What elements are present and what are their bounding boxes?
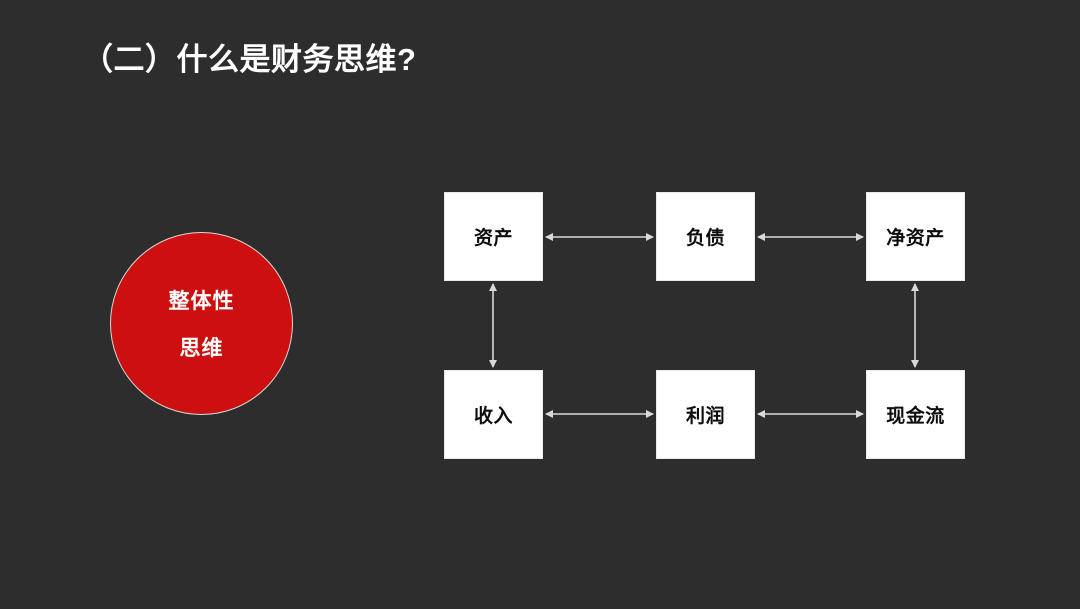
diagram-node-label: 负债 — [685, 228, 725, 249]
diagram-node-profit: 利润 — [656, 370, 755, 459]
concept-circle-integrity-thinking: 整体性 思维 — [110, 232, 293, 415]
diagram-node-revenue: 收入 — [444, 370, 543, 459]
diagram-node-assets: 资产 — [444, 192, 543, 281]
diagram-node-liabilities: 负债 — [656, 192, 755, 281]
concept-circle-line-1: 整体性 — [168, 290, 235, 313]
concept-circle-line-2: 思维 — [179, 337, 224, 360]
diagram-node-net-assets: 净资产 — [866, 192, 965, 281]
diagram-node-label: 利润 — [685, 406, 725, 427]
diagram-node-label: 资产 — [473, 228, 513, 249]
diagram-node-label: 收入 — [473, 406, 513, 427]
diagram-node-label: 现金流 — [886, 406, 945, 427]
diagram-node-label: 净资产 — [886, 228, 945, 249]
diagram-node-cash-flow: 现金流 — [866, 370, 965, 459]
page-title: （二）什么是财务思维? — [82, 42, 417, 77]
